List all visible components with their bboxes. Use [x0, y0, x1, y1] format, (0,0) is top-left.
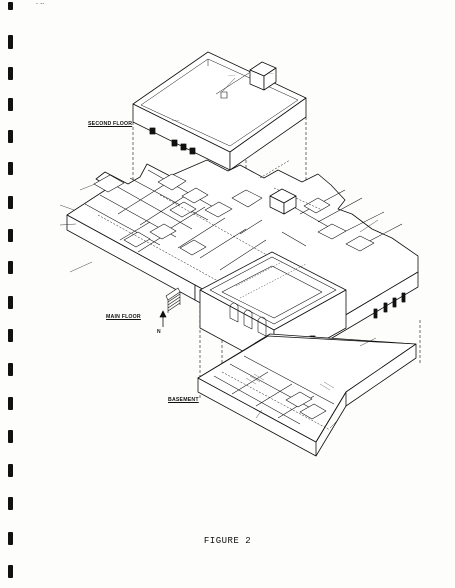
binding-hole-icon [8, 397, 13, 410]
figure-caption: FIGURE 2 [203, 536, 252, 546]
basement-block [197, 333, 417, 457]
binding-hole-icon [8, 497, 13, 510]
binding-hole-icon [8, 67, 13, 80]
binding-hole-icon [8, 565, 13, 578]
svg-text:────: ──── [171, 119, 180, 122]
binding-hole-icon [8, 196, 13, 209]
main-floor-label: MAIN FLOOR [106, 314, 141, 320]
binding-hole-icon [8, 430, 13, 443]
room-callout-leaders [59, 183, 379, 429]
binding-hole-icon [8, 532, 13, 545]
binding-hole-icon [8, 296, 13, 309]
binding-hole-icon [8, 130, 13, 143]
binding-hole-icon [8, 162, 13, 175]
second-floor-label: SECOND FLOOR [88, 121, 133, 127]
binding-hole-icon [8, 98, 13, 111]
basement-label: BASEMENT [168, 397, 199, 403]
binding-hole-icon [8, 2, 13, 10]
north-arrow-icon: N [157, 310, 167, 335]
svg-text:N: N [157, 329, 161, 335]
binding-hole-icon [8, 329, 13, 342]
svg-text:────: ──── [227, 74, 236, 77]
second-floor-block: ──── ──── ─── [132, 51, 307, 171]
stair-icon [165, 287, 181, 313]
elevator-shaft [269, 188, 297, 215]
binding-hole-icon [8, 229, 13, 242]
binding-hole-icon [8, 261, 13, 274]
corner-marks: - -- [36, 0, 45, 7]
rooftop-unit [249, 61, 277, 91]
binding-hole-icon [8, 363, 13, 376]
svg-text:───: ─── [267, 72, 274, 75]
basement-equipment [245, 373, 335, 391]
binding-hole-icon [8, 464, 13, 477]
binding-hole-icon [8, 35, 13, 49]
